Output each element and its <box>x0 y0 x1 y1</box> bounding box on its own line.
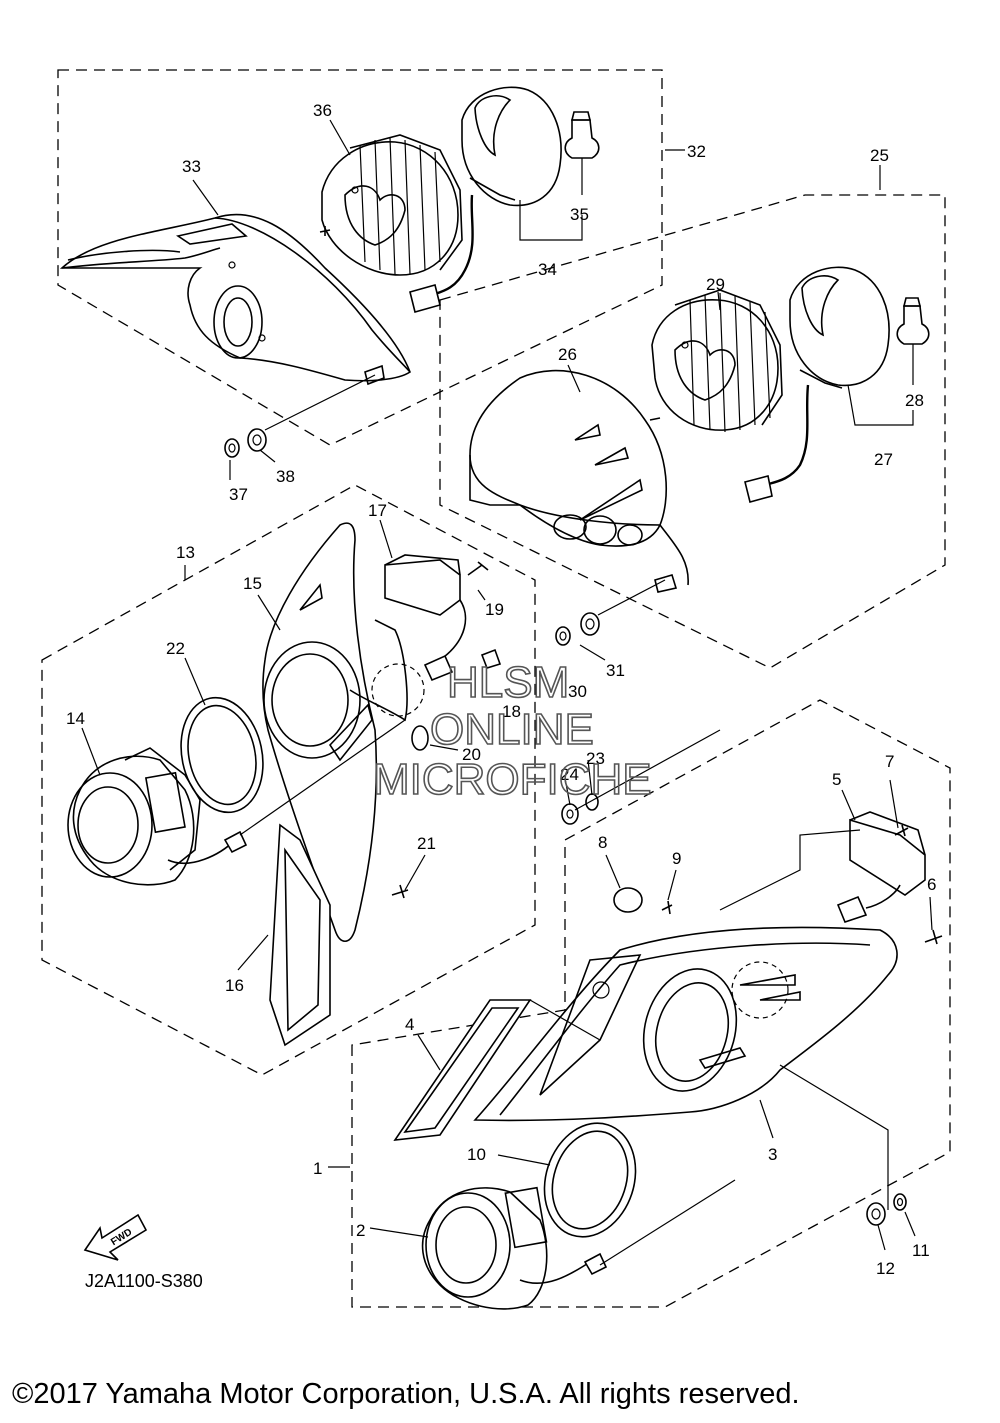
bulb-28 <box>896 305 930 345</box>
turn-signal-assy-upper <box>59 86 600 458</box>
lamp-14 <box>72 755 195 886</box>
bulb-35 <box>564 119 600 159</box>
diagram-code: J2A1100-S380 <box>85 1271 203 1291</box>
watermark-line-1: HLSM <box>447 658 569 707</box>
callout-6: 6 <box>927 875 936 894</box>
collar-38 <box>247 428 267 452</box>
callout-25: 25 <box>870 146 889 165</box>
turn-signal-assy-right <box>469 266 930 646</box>
callout-38: 38 <box>276 467 295 486</box>
boundary-13 <box>41 484 536 1076</box>
flasher-17 <box>384 559 461 616</box>
callout-24: 24 <box>560 765 579 784</box>
grommet-37 <box>224 438 240 458</box>
callout-3: 3 <box>768 1145 777 1164</box>
callout-18: 18 <box>502 702 521 721</box>
cap-8 <box>613 887 643 913</box>
fwd-arrow-icon <box>83 1213 148 1261</box>
collar-24 <box>561 803 579 825</box>
collar-31 <box>580 612 600 636</box>
callout-36: 36 <box>313 101 332 120</box>
callout-10: 10 <box>467 1145 486 1164</box>
callout-22: 22 <box>166 639 185 658</box>
copyright-notice: ©2017 Yamaha Motor Corporation, U.S.A. A… <box>12 1378 800 1410</box>
fwd-arrow: FWD <box>83 1213 148 1261</box>
callout-12: 12 <box>876 1259 895 1278</box>
bolt-19 <box>467 561 489 576</box>
callout-19: 19 <box>485 600 504 619</box>
callout-4: 4 <box>405 1015 414 1034</box>
guide-lines <box>239 374 889 1266</box>
callout-17: 17 <box>368 501 387 520</box>
callout-2: 2 <box>356 1221 365 1240</box>
callout-26: 26 <box>558 345 577 364</box>
callout-29: 29 <box>706 275 725 294</box>
callout-27: 27 <box>874 450 893 469</box>
callout-numbers: 1 2 3 4 5 6 7 8 9 10 11 12 13 14 15 16 1… <box>66 101 936 1278</box>
callout-30: 30 <box>568 682 587 701</box>
housing-26 <box>469 369 668 547</box>
assembly-boundaries <box>41 69 951 1308</box>
watermark-line-2: ONLINE <box>430 705 594 754</box>
callout-28: 28 <box>905 391 924 410</box>
callout-15: 15 <box>243 574 262 593</box>
callout-32: 32 <box>687 142 706 161</box>
clip-20 <box>411 725 429 751</box>
collar-12 <box>866 1202 886 1226</box>
callout-1: 1 <box>313 1159 322 1178</box>
grommet-11 <box>893 1193 907 1211</box>
leader-lines <box>81 119 933 1251</box>
callout-34: 34 <box>538 260 557 279</box>
ring-10 <box>543 1122 637 1238</box>
flasher-5 <box>849 818 926 896</box>
callout-8: 8 <box>598 833 607 852</box>
lamp-2 <box>421 1187 548 1310</box>
headlight-assy-left <box>67 522 599 1047</box>
socket-18 <box>423 654 454 682</box>
screw-7 <box>894 824 909 837</box>
callout-21: 21 <box>417 834 436 853</box>
screw-21 <box>391 884 409 899</box>
callout-20: 20 <box>462 745 481 764</box>
callout-13: 13 <box>176 543 195 562</box>
base-29 <box>651 299 779 431</box>
lens-27 <box>789 266 890 387</box>
grommet-30 <box>555 626 571 646</box>
callout-31: 31 <box>606 661 625 680</box>
callout-35: 35 <box>570 205 589 224</box>
cover-15 <box>262 522 378 943</box>
callout-9: 9 <box>672 849 681 868</box>
screw-9 <box>661 900 673 915</box>
headlight-assy-right <box>393 811 943 1310</box>
callout-16: 16 <box>225 976 244 995</box>
boundary-1 <box>351 699 951 1308</box>
callout-11: 11 <box>912 1241 930 1260</box>
watermark-line-3: MICROFICHE <box>373 755 652 804</box>
callout-7: 7 <box>885 752 894 771</box>
watermark: HLSM ONLINE MICROFICHE <box>372 657 652 805</box>
callout-37: 37 <box>229 485 248 504</box>
boundary-32 <box>57 69 663 446</box>
callout-23: 23 <box>586 749 605 768</box>
lens-34 <box>461 86 562 207</box>
callout-14: 14 <box>66 709 85 728</box>
screw-6 <box>924 929 943 945</box>
callout-5: 5 <box>832 770 841 789</box>
boundary-25 <box>439 194 946 669</box>
ring-22 <box>180 696 264 814</box>
callout-33: 33 <box>182 157 201 176</box>
